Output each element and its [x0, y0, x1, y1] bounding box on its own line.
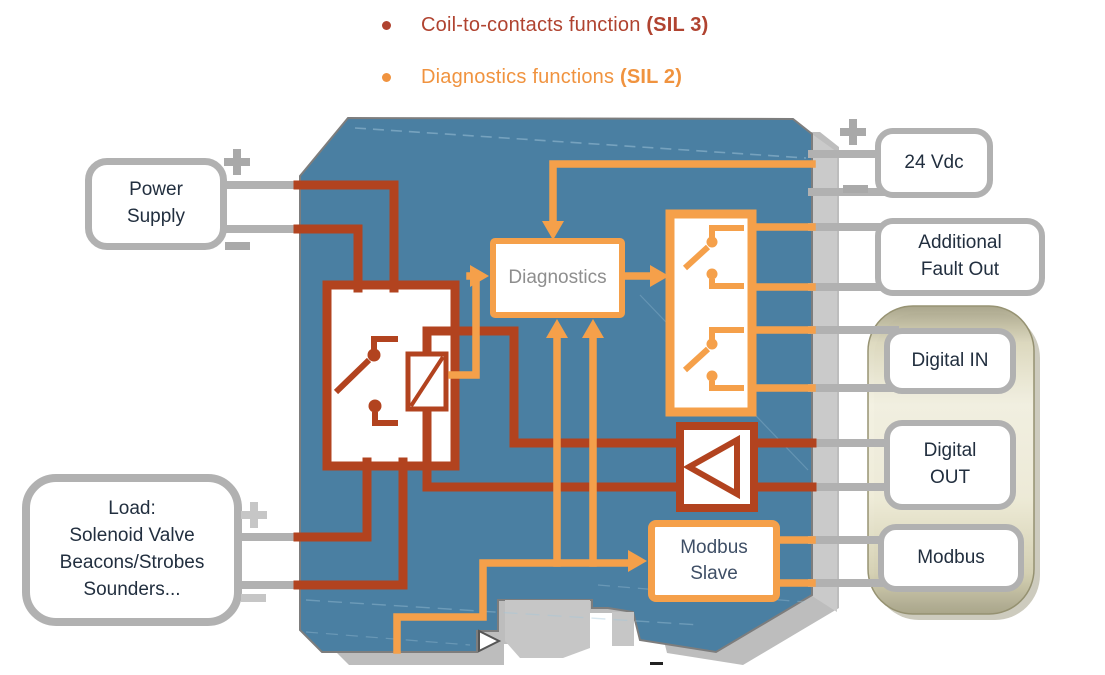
load-label: Sounders... [83, 578, 181, 600]
load-label: Beacons/Strobes [59, 552, 205, 573]
arrow-into-diagnostics-top [542, 221, 564, 240]
load-label: Solenoid Valve [69, 525, 195, 547]
arrow-into-diagnostics-left [470, 265, 489, 287]
diagnostics-block: Diagnostics [490, 238, 625, 318]
din-clip [505, 600, 590, 658]
legend-label-diagnostics: Diagnostics functions (SIL 2) [421, 66, 683, 88]
load-box: Load: Solenoid Valve Beacons/Strobes Sou… [22, 474, 242, 626]
din-clip-small [612, 612, 634, 646]
legend-bullet-diagnostics [382, 73, 391, 82]
plus-icon [224, 149, 250, 175]
modbus-slave-label: Slave [690, 563, 738, 584]
modbus-slave-block: Modbus Slave [648, 520, 780, 602]
surface-line [354, 127, 807, 159]
digital-out-label: Digital [923, 440, 977, 462]
plus-icon [840, 119, 866, 145]
contact-switch-1 [682, 225, 744, 289]
coil-wire-ps-minus [293, 224, 363, 293]
relay-switch-symbol [333, 336, 398, 426]
coil-wire-to-triangle-bottom [422, 399, 689, 492]
load-label: Load: [108, 498, 156, 520]
minus-icon [843, 185, 868, 193]
power-supply-label: Power [129, 179, 183, 201]
module-side-band [812, 134, 837, 612]
digital-out-box: Digital OUT [884, 420, 1016, 510]
arrow-into-diagnostics-bottom-2 [582, 319, 604, 338]
coil-wire-load-minus [293, 457, 408, 590]
digital-out-label: OUT [929, 467, 971, 488]
amplifier-triangle-icon [682, 434, 740, 500]
coil-wire-load-plus [293, 457, 372, 542]
legend-bullet-coil [382, 21, 391, 30]
diag-wire-bottom [393, 559, 632, 654]
vdc24-label: 24 Vdc [904, 151, 964, 173]
coil-wire-to-triangle-top [422, 326, 689, 448]
arrow-diagnostics-to-contacts [650, 265, 669, 287]
modbus-slave-label: Modbus [680, 537, 748, 559]
modbus-label: Modbus [917, 546, 985, 568]
minus-icon [241, 594, 266, 602]
arrow-into-modbus-slave [628, 550, 647, 572]
additional-fault-out-label: Additional [918, 232, 1002, 254]
diag-wire-top-supply [549, 160, 816, 232]
diagnostics-label: Diagnostics [508, 267, 607, 289]
contact-switch-2 [682, 327, 744, 391]
surface-line [305, 631, 471, 646]
coil-wire-ps-plus [293, 180, 399, 293]
legend-label-coil: Coil-to-contacts function (SIL 3) [421, 14, 709, 36]
minus-icon [225, 242, 250, 250]
clip-notch [478, 629, 502, 653]
digital-in-box: Digital IN [884, 328, 1016, 394]
plus-icon [241, 502, 267, 528]
legend-item-coil: Coil-to-contacts function (SIL 3) [382, 14, 708, 37]
additional-fault-out-label: Fault Out [920, 259, 1000, 280]
bottom-mark [650, 662, 663, 665]
power-supply-label: Supply [126, 206, 186, 227]
modbus-box: Modbus [878, 524, 1024, 592]
power-supply-box: Power Supply [85, 158, 227, 250]
additional-fault-out-box: Additional Fault Out [875, 218, 1045, 296]
digital-in-label: Digital IN [911, 349, 989, 371]
vdc24-box: 24 Vdc [875, 128, 993, 198]
arrow-into-diagnostics-bottom-1 [546, 319, 568, 338]
coil-symbol [405, 351, 449, 412]
amplifier-block [676, 422, 758, 512]
legend-item-diagnostics: Diagnostics functions (SIL 2) [382, 66, 682, 89]
